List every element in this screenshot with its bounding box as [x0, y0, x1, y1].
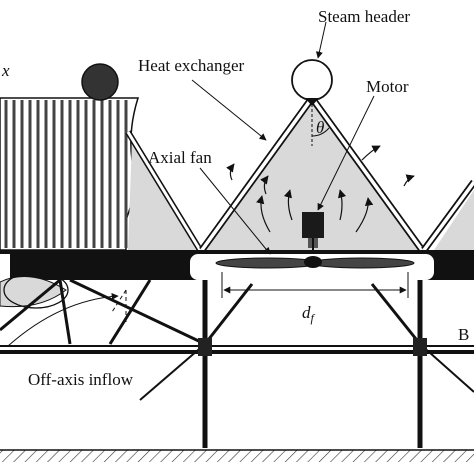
axial-fan-label: Axial fan: [148, 148, 212, 167]
support-structure: [0, 278, 474, 448]
heat-exchanger-bundles: [199, 95, 425, 253]
leader-lines: [191, 21, 375, 255]
right-cut-label: B: [458, 325, 469, 344]
left-steam-header: [81, 63, 119, 101]
theta-label: θ: [316, 118, 324, 137]
heat-exchanger-label: Heat exchanger: [138, 56, 245, 75]
left-corrugated-unit: [0, 63, 203, 252]
motor: [302, 212, 324, 238]
motor-label: Motor: [366, 77, 409, 96]
right-neighbour-panel: [434, 190, 474, 250]
steam-header: [291, 59, 333, 101]
ground: [0, 450, 474, 462]
axial-fan: [215, 256, 415, 269]
off-axis-ellipse: [3, 271, 69, 309]
fan-diameter-label: df: [302, 303, 316, 325]
steam-header-label: Steam header: [318, 7, 410, 26]
airflow-arrows: [226, 145, 415, 233]
off-axis-inflow-label: Off-axis inflow: [28, 370, 134, 389]
x-axis-label: x: [1, 61, 10, 80]
